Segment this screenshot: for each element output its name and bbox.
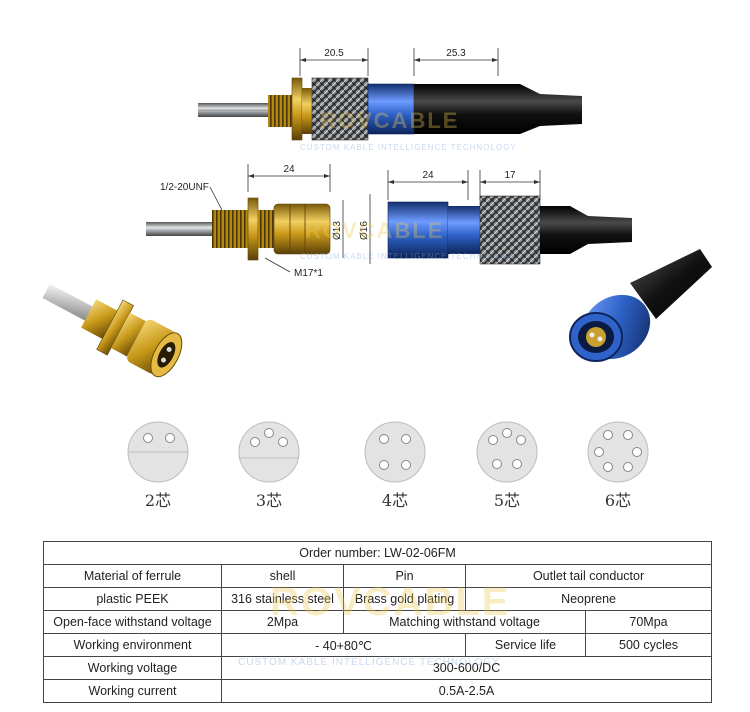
pin-hole: [623, 462, 633, 472]
table-row: Working current 0.5A-2.5A: [43, 679, 713, 703]
table-cell: 500 cycles: [584, 633, 713, 657]
pin-hole: [632, 447, 642, 457]
table-cell: Outlet tail conductor: [464, 564, 713, 588]
table-cell: Brass gold plating: [343, 587, 466, 611]
table-cell: 300-600/DC: [220, 656, 713, 680]
order-number: Order number: LW-02-06FM: [42, 541, 713, 565]
table-row: Working environment - 40+80℃ Service lif…: [43, 633, 713, 657]
dim-mid-left: 24: [283, 164, 295, 175]
table-cell: Working current: [43, 679, 222, 703]
pin-layout-6: [584, 418, 652, 486]
table-row-order: Order number: LW-02-06FM: [42, 541, 713, 565]
dim-top-right: 25.3: [446, 48, 466, 59]
dim-nut: M17*1: [294, 268, 323, 279]
pin-hole: [401, 460, 411, 470]
pin-hole: [516, 435, 526, 445]
pin-hole: [512, 459, 522, 469]
dim-mid-center: 24: [422, 170, 434, 181]
pin-count-label: 5芯: [493, 491, 521, 510]
table-cell: 316 stainless steel: [221, 587, 344, 611]
table-cell: Pin: [343, 564, 466, 588]
pin-hole: [623, 430, 633, 440]
table-cell: shell: [221, 564, 344, 588]
table-cell: Open-face withstand voltage: [43, 610, 222, 634]
pin-count-label: 3芯: [255, 491, 283, 510]
pin-layout-3: [235, 418, 303, 486]
middle-connector-drawing: 1/2-20UNF 24 M17*1 Ø13 Ø16 24 1: [140, 160, 640, 290]
pin-hole: [603, 462, 613, 472]
table-cell: Service life: [465, 633, 586, 657]
pin-layout-5: [473, 418, 541, 486]
table-row: Working voltage 300-600/DC: [43, 656, 713, 680]
pin-layout-2: [124, 418, 192, 486]
pin-hole: [264, 428, 274, 438]
table-row: plastic PEEK 316 stainless steel Brass g…: [43, 587, 713, 611]
bulkhead-3d-render: [25, 280, 195, 390]
pin-hole: [401, 434, 411, 444]
dim-dia-large: Ø16: [359, 221, 370, 240]
table-cell: 0.5A-2.5A: [220, 679, 713, 703]
table-cell: plastic PEEK: [43, 587, 222, 611]
pin-hole: [379, 460, 389, 470]
dim-top-left: 20.5: [324, 48, 344, 59]
top-connector-drawing: 20.5 25.3: [190, 40, 600, 155]
table-cell: Working environment: [43, 633, 222, 657]
pin-hole: [603, 430, 613, 440]
dim-dia-small: Ø13: [332, 221, 343, 240]
pin-count-label: 4芯: [381, 491, 409, 510]
spec-table: Order number: LW-02-06FM Material of fer…: [42, 541, 713, 703]
pin-hole: [492, 459, 502, 469]
pin-hole: [278, 437, 288, 447]
pin-count-label: 2芯: [144, 491, 172, 510]
plug-3d-render: [560, 245, 720, 375]
pin-hole: [488, 435, 498, 445]
pin-hole: [165, 433, 175, 443]
pin-count-label: 6芯: [604, 491, 632, 510]
table-cell: 2Mpa: [221, 610, 344, 634]
pin-hole: [379, 434, 389, 444]
table-cell: Material of ferrule: [43, 564, 222, 588]
pin-hole: [143, 433, 153, 443]
table-cell: Working voltage: [43, 656, 222, 680]
table-cell: Neoprene: [464, 587, 713, 611]
pin-hole: [594, 447, 604, 457]
table-cell: - 40+80℃: [221, 633, 466, 657]
dim-thread: 1/2-20UNF: [160, 182, 209, 193]
pin-hole: [250, 437, 260, 447]
table-cell: 70Mpa: [584, 610, 713, 634]
table-row: Open-face withstand voltage 2Mpa Matchin…: [43, 610, 713, 634]
pin-layout-4: [361, 418, 429, 486]
table-row: Material of ferrule shell Pin Outlet tai…: [43, 564, 713, 588]
dim-mid-right: 17: [504, 170, 516, 181]
pin-hole: [502, 428, 512, 438]
table-cell: Matching withstand voltage: [343, 610, 586, 634]
